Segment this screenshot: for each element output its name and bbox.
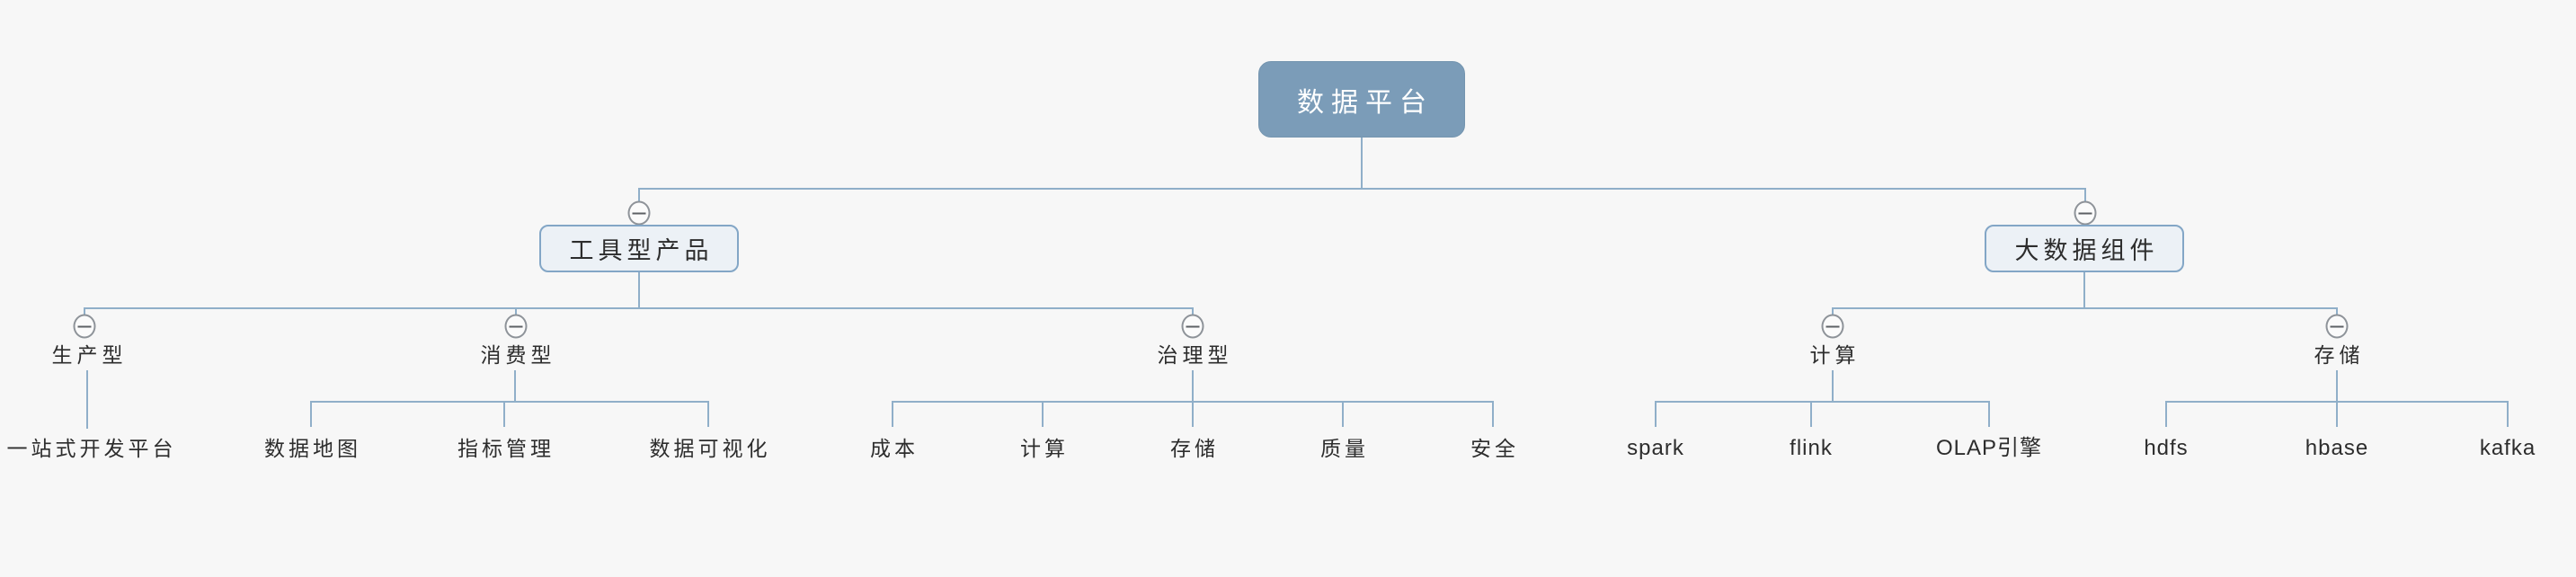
leaf-oneshop-dev-platform[interactable]: 一站式开发平台 — [6, 437, 177, 460]
leaf-quality[interactable]: 质量 — [1320, 437, 1369, 460]
connector-root — [638, 138, 2086, 201]
root-node-label: 数据平台 — [1297, 87, 1434, 118]
connector-compute — [1655, 370, 1990, 427]
leaf-olap-engine[interactable]: OLAP引擎 — [1935, 436, 2043, 460]
branch-node-bigdata-components[interactable]: 大数据组件 — [1985, 225, 2184, 272]
connector-storage — [2165, 370, 2509, 427]
leaf-storage[interactable]: 存储 — [1170, 437, 1219, 460]
collapse-minus-icon[interactable] — [73, 314, 96, 339]
leaf-metric-management[interactable]: 指标管理 — [457, 437, 555, 460]
leaf-kafka[interactable]: kafka — [2479, 436, 2536, 460]
collapse-minus-icon[interactable] — [627, 200, 651, 226]
leaf-flink[interactable]: flink — [1790, 436, 1833, 460]
leaf-compute[interactable]: 计算 — [1020, 437, 1069, 460]
topic-consumption[interactable]: 消费型 — [480, 343, 556, 367]
collapse-minus-icon[interactable] — [504, 314, 528, 339]
branch-node-label: 大数据组件 — [2014, 237, 2159, 264]
leaf-hdfs[interactable]: hdfs — [2144, 436, 2189, 460]
collapse-minus-icon[interactable] — [2325, 314, 2349, 339]
topic-compute[interactable]: 计算 — [1809, 343, 1861, 367]
connector-governance — [892, 370, 1494, 427]
connector-bigdata-components — [1832, 272, 2338, 315]
leaf-spark[interactable]: spark — [1627, 436, 1684, 460]
topic-governance[interactable]: 治理型 — [1157, 343, 1233, 367]
collapse-minus-icon[interactable] — [1181, 314, 1204, 339]
leaf-hbase[interactable]: hbase — [2305, 436, 2369, 460]
branch-node-label: 工具型产品 — [569, 237, 714, 264]
connector-consumption — [310, 370, 709, 427]
connector-tool-products — [84, 272, 1194, 315]
leaf-data-visualization[interactable]: 数据可视化 — [649, 437, 771, 460]
leaf-security[interactable]: 安全 — [1470, 437, 1519, 460]
topic-production[interactable]: 生产型 — [51, 343, 128, 367]
root-node-data-platform[interactable]: 数据平台 — [1258, 61, 1465, 138]
branch-node-tool-products[interactable]: 工具型产品 — [539, 225, 739, 272]
collapse-minus-icon[interactable] — [1821, 314, 1844, 339]
collapse-minus-icon[interactable] — [2074, 200, 2097, 226]
leaf-cost[interactable]: 成本 — [870, 437, 919, 460]
topic-storage[interactable]: 存储 — [2314, 343, 2365, 367]
leaf-data-map[interactable]: 数据地图 — [264, 437, 361, 460]
